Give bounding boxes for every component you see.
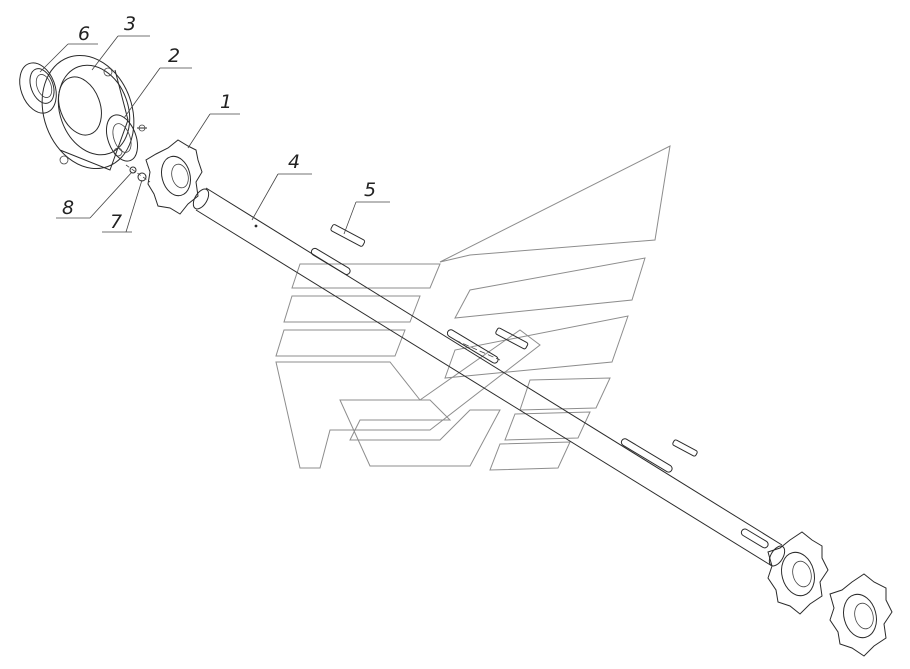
shaft <box>192 187 786 567</box>
keyway-slots <box>310 247 769 549</box>
bolt-small <box>137 124 147 132</box>
callout-5-label: 5 <box>364 179 376 201</box>
key-parts <box>330 224 698 457</box>
callout-4: 4 <box>251 151 312 221</box>
callout-1-label: 1 <box>220 91 232 113</box>
company-logo-watermark <box>275 145 671 471</box>
washer-and-screw <box>125 164 151 183</box>
cover <box>105 114 139 162</box>
callout-3: 3 <box>91 13 150 71</box>
shaft-center-mark <box>254 224 258 228</box>
seal <box>19 62 57 114</box>
callout-3-label: 3 <box>124 13 136 35</box>
callout-2-label: 2 <box>168 45 180 67</box>
callout-8-label: 8 <box>62 197 74 219</box>
sprocket-left <box>145 139 203 215</box>
callout-4-label: 4 <box>288 151 300 173</box>
sprocket-right-1 <box>767 531 829 615</box>
callout-7: 7 <box>102 179 143 233</box>
sprocket-right-2 <box>829 573 893 657</box>
callout-2: 2 <box>123 45 192 119</box>
callout-6-label: 6 <box>78 23 90 45</box>
callout-6: 6 <box>39 23 98 73</box>
callout-8: 8 <box>56 171 133 219</box>
callout-1: 1 <box>187 91 240 149</box>
callout-5: 5 <box>343 179 390 235</box>
callout-7-label: 7 <box>110 211 122 233</box>
